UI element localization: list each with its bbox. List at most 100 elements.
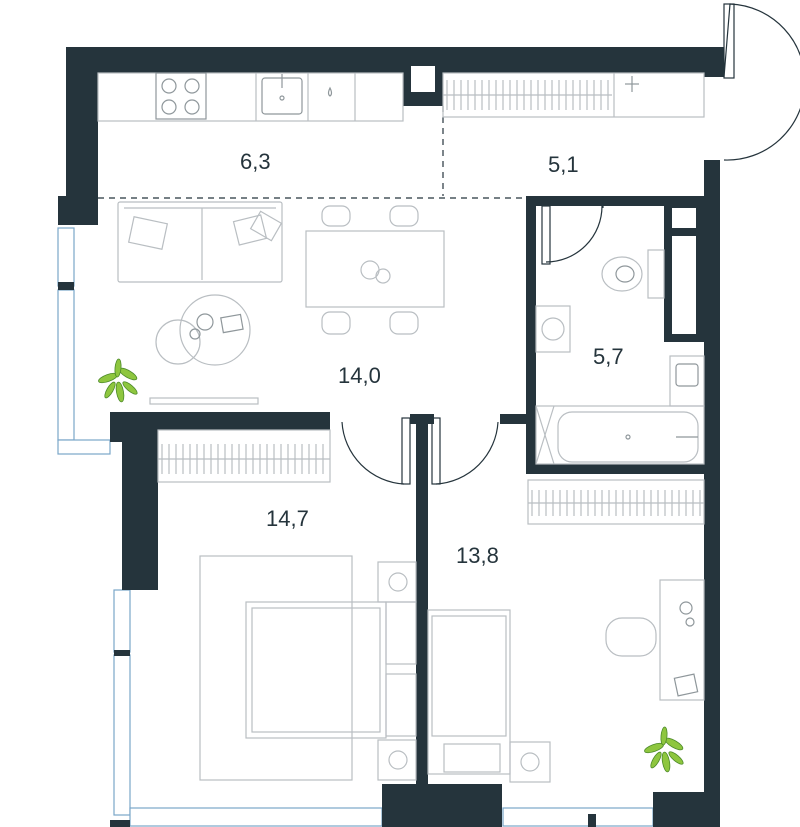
desk-decor-2 xyxy=(685,617,695,627)
washing-machine xyxy=(535,305,571,353)
bedroom-furniture xyxy=(157,429,417,781)
plant-kids xyxy=(644,726,684,773)
wall-kids-top xyxy=(500,414,536,424)
bathtub-frame xyxy=(535,405,705,465)
hall-wardrobe xyxy=(442,72,705,118)
bathroom-fixtures xyxy=(535,249,705,465)
tub-shelf-cross-2 xyxy=(535,405,555,465)
basin-bowl xyxy=(675,363,699,387)
wall-bedroom-top xyxy=(110,412,330,430)
wall-entrance-top xyxy=(704,47,724,77)
wardrobe-bedroom xyxy=(157,429,331,483)
double-bed xyxy=(245,601,387,739)
single-bed xyxy=(427,609,511,775)
tv-stand xyxy=(149,397,259,405)
bathroom-door-leaf xyxy=(541,205,551,265)
desk-chair xyxy=(605,617,657,657)
toilet-tank xyxy=(647,249,665,299)
area-label-kids-room: 13,8 xyxy=(456,543,499,568)
wardrobe-kids-hatching xyxy=(528,490,704,516)
window-bedroom-bottom xyxy=(129,807,383,827)
window-kids-bottom xyxy=(502,807,654,827)
kids-nightstand xyxy=(509,741,551,783)
kids-door-arc xyxy=(435,421,499,485)
decor-circle xyxy=(196,313,214,331)
dining-table xyxy=(305,230,445,308)
window-living-upper xyxy=(57,227,75,287)
pillow-2 xyxy=(385,673,417,737)
cooktop xyxy=(155,72,207,120)
window-bedroom-upper xyxy=(113,589,131,653)
nightstand-2 xyxy=(377,739,417,781)
wall-left-upper xyxy=(66,47,98,225)
entrance-door-leaf xyxy=(723,3,735,79)
wall-partition xyxy=(416,414,428,814)
pillow-1 xyxy=(385,601,417,665)
shaft-void-b xyxy=(672,236,696,334)
bathroom-door-arc xyxy=(545,205,603,263)
doors xyxy=(341,3,800,485)
chair-1 xyxy=(321,205,351,227)
area-labels: 6,3 5,1 5,7 14,0 14,7 13,8 xyxy=(240,149,624,568)
wall-bottom-right xyxy=(653,792,720,827)
area-label-kitchen: 6,3 xyxy=(240,149,271,174)
wall-bedroom-mullion xyxy=(114,650,130,656)
burner-1 xyxy=(161,78,177,94)
coffee-table-large xyxy=(179,294,251,366)
decor-circle-2 xyxy=(189,328,201,340)
wardrobe-hall-hatching xyxy=(443,80,612,110)
cushion-2 xyxy=(232,214,268,246)
nightstand-1 xyxy=(377,561,417,603)
wall-top xyxy=(66,47,720,73)
windows xyxy=(57,227,654,827)
single-duvet xyxy=(431,615,507,737)
area-label-bathroom: 5,7 xyxy=(593,344,624,369)
tub-drain xyxy=(625,434,631,440)
zone-dividers xyxy=(98,106,526,199)
sink-drain xyxy=(279,95,285,101)
bedroom-door-arc xyxy=(341,421,405,485)
wall-right xyxy=(704,160,720,822)
kids-furniture xyxy=(427,479,705,783)
duvet xyxy=(199,555,353,781)
wall-left-mullion xyxy=(58,282,74,290)
desk-decor-1 xyxy=(679,601,693,615)
chair-3 xyxy=(321,311,351,335)
desk-book xyxy=(673,673,699,697)
single-pillow xyxy=(443,743,501,773)
wardrobe-bedroom-hatching xyxy=(158,444,330,474)
kids-door-leaf xyxy=(431,417,441,485)
bedroom-door-leaf xyxy=(401,417,411,485)
area-label-hall: 5,1 xyxy=(548,152,579,177)
kids-lamp xyxy=(520,752,540,772)
wall-left-corner xyxy=(58,196,98,225)
drop-icon xyxy=(327,86,333,97)
living-furniture xyxy=(117,201,445,405)
wall-bottom-center xyxy=(382,784,502,827)
toilet-seat xyxy=(615,265,635,283)
wall-bath-left xyxy=(526,196,536,472)
window-living-corner xyxy=(57,439,111,455)
book xyxy=(220,313,244,334)
window-bedroom-lower xyxy=(113,654,131,816)
mattress xyxy=(251,607,381,733)
lamp-2 xyxy=(388,750,408,770)
plant-living xyxy=(98,358,138,403)
burner-3 xyxy=(161,99,177,115)
wall-bath-top xyxy=(526,196,720,206)
wall-bedroom-left xyxy=(122,430,158,590)
cushion-1 xyxy=(127,216,169,250)
wall-bottom-left xyxy=(110,820,130,827)
chair-2 xyxy=(389,205,419,227)
wall-bath-bottom xyxy=(526,464,720,474)
wardrobe-kids xyxy=(527,479,705,525)
toilet-bowl xyxy=(601,256,643,292)
sofa xyxy=(117,201,283,283)
cushion-3 xyxy=(249,210,283,242)
wall-bottom-mullion xyxy=(588,814,596,827)
washing-drum xyxy=(541,317,565,341)
window-living-lower xyxy=(57,289,75,441)
area-label-living: 14,0 xyxy=(338,363,381,388)
desk xyxy=(659,579,705,701)
